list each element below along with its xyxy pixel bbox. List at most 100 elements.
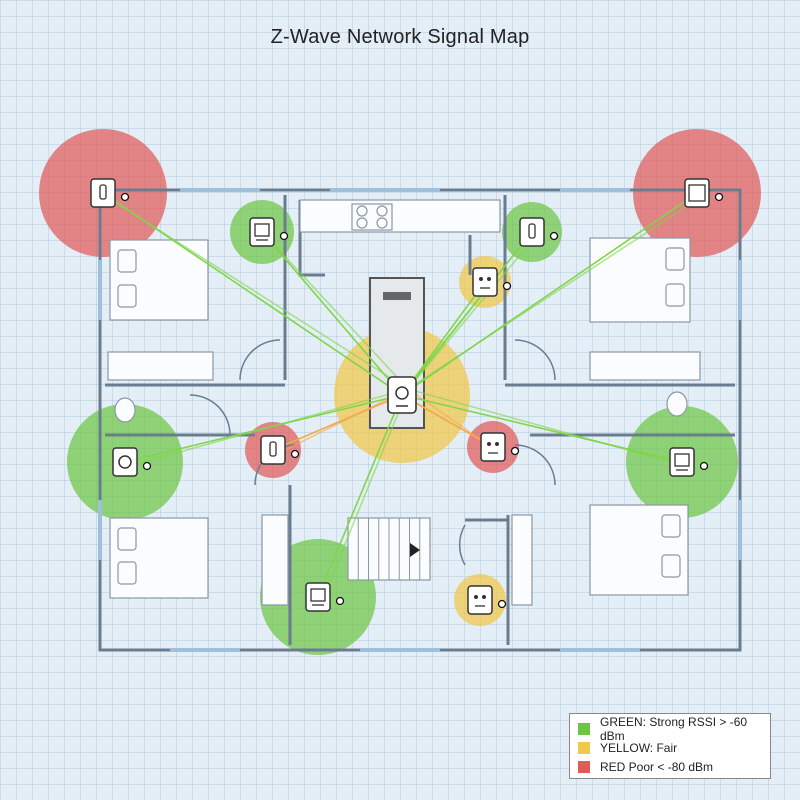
outlet-icon-body [472,267,498,297]
device-hall-right-outlet[interactable] [480,432,520,462]
device-bottom-outlet[interactable] [467,585,507,615]
device-top-right-panel[interactable] [684,178,724,208]
burner [376,217,388,229]
link-device-right-thermostat-secondary [407,388,687,467]
link-device-stair-controller-secondary [321,388,409,602]
display [254,223,270,237]
fridge-handle [383,292,411,300]
door-swing [458,524,466,566]
link-device-top-right-panel-secondary [407,196,702,390]
wall-switch-icon-body [90,178,116,208]
link-device-left-camera-secondary [128,388,409,467]
legend-swatch [578,760,590,773]
link-device-top-left-switch-secondary [106,196,409,390]
node-port [335,596,345,606]
socket-hole [487,277,491,281]
link-device-right-thermostat [401,394,683,463]
device-left-camera[interactable] [112,447,152,477]
node-port [120,192,130,202]
z-wave-hub[interactable] [387,376,417,414]
wardrobe [511,514,533,606]
node-port [510,446,520,456]
device-right-thermostat[interactable] [669,447,709,477]
device-top-left-switch[interactable] [90,178,130,208]
link-device-top-right-sensor [401,231,533,396]
display [310,588,326,602]
link-device-top-right-sensor-secondary [407,235,537,390]
link-device-kitchen-outlet [401,281,486,396]
socket-hole [479,277,483,281]
legend-item-strong: GREEN: Strong RSSI > -60 dBm [578,715,770,743]
wardrobe [261,514,289,606]
node-port [699,461,709,471]
legend-item-fair: YELLOW: Fair [578,738,770,757]
outlet-icon-body [480,432,506,462]
legend-label: RED Poor < -80 dBm [600,759,714,774]
dresser [589,351,701,381]
control-panel-icon-body [684,178,710,208]
link-device-stair-controller [317,394,403,598]
node-port [497,599,507,609]
thermostat-icon-body [249,217,275,247]
node-port [549,231,559,241]
pillow [665,247,685,271]
legend-swatch [578,741,590,754]
link-device-hall-left-switch [272,394,403,451]
node-port [714,192,724,202]
pillow [117,527,137,551]
controller-icon-body [305,582,331,612]
pillow [117,561,137,585]
socket-hole [482,595,486,599]
windows [98,188,742,652]
thermostat-icon-body [669,447,695,477]
toggle [269,441,277,457]
device-hall-left-switch[interactable] [260,435,300,465]
socket-hole [487,442,491,446]
hub-body [387,376,417,414]
door-swing [189,394,231,436]
link-device-kitchen-thermostat [261,231,403,396]
legend-swatch [578,722,590,735]
pillow [117,249,137,273]
wall-switch-icon-body [260,435,286,465]
toggle [528,223,536,239]
burner [356,205,368,217]
toilet [666,391,688,417]
lens [118,455,132,469]
device-stair-controller[interactable] [305,582,345,612]
legend-label: YELLOW: Fair [600,740,678,755]
legend-item-poor: RED Poor < -80 dBm [578,757,770,776]
outer-wall [98,188,742,652]
signal-links [102,192,702,602]
toggle [99,184,107,200]
device-kitchen-thermostat[interactable] [249,217,289,247]
node-port [290,449,300,459]
node-port [279,231,289,241]
toilet [114,397,136,423]
map-title: Z-Wave Network Signal Map [270,26,530,48]
door-swing [514,339,556,381]
socket-hole [474,595,478,599]
node-port [142,461,152,471]
stair-arrow-icon [410,543,420,557]
pillow [117,284,137,308]
link-device-kitchen-thermostat-secondary [265,235,409,390]
socket-hole [495,442,499,446]
pillow [661,554,681,578]
burner [356,217,368,229]
camera-icon-body [112,447,138,477]
panel-screen [688,184,706,202]
door-swing [514,444,556,486]
legend-label: GREEN: Strong RSSI > -60 dBm [600,714,748,743]
device-kitchen-outlet[interactable] [472,267,512,297]
kitchen-counter [299,199,501,233]
devices-layer [90,178,724,615]
device-top-right-sensor[interactable] [519,217,559,247]
door-sensor-icon-body [519,217,545,247]
pillow [665,283,685,307]
node-port [502,281,512,291]
burner [376,205,388,217]
dresser [107,351,214,381]
link-device-hall-left-switch-secondary [276,388,409,455]
